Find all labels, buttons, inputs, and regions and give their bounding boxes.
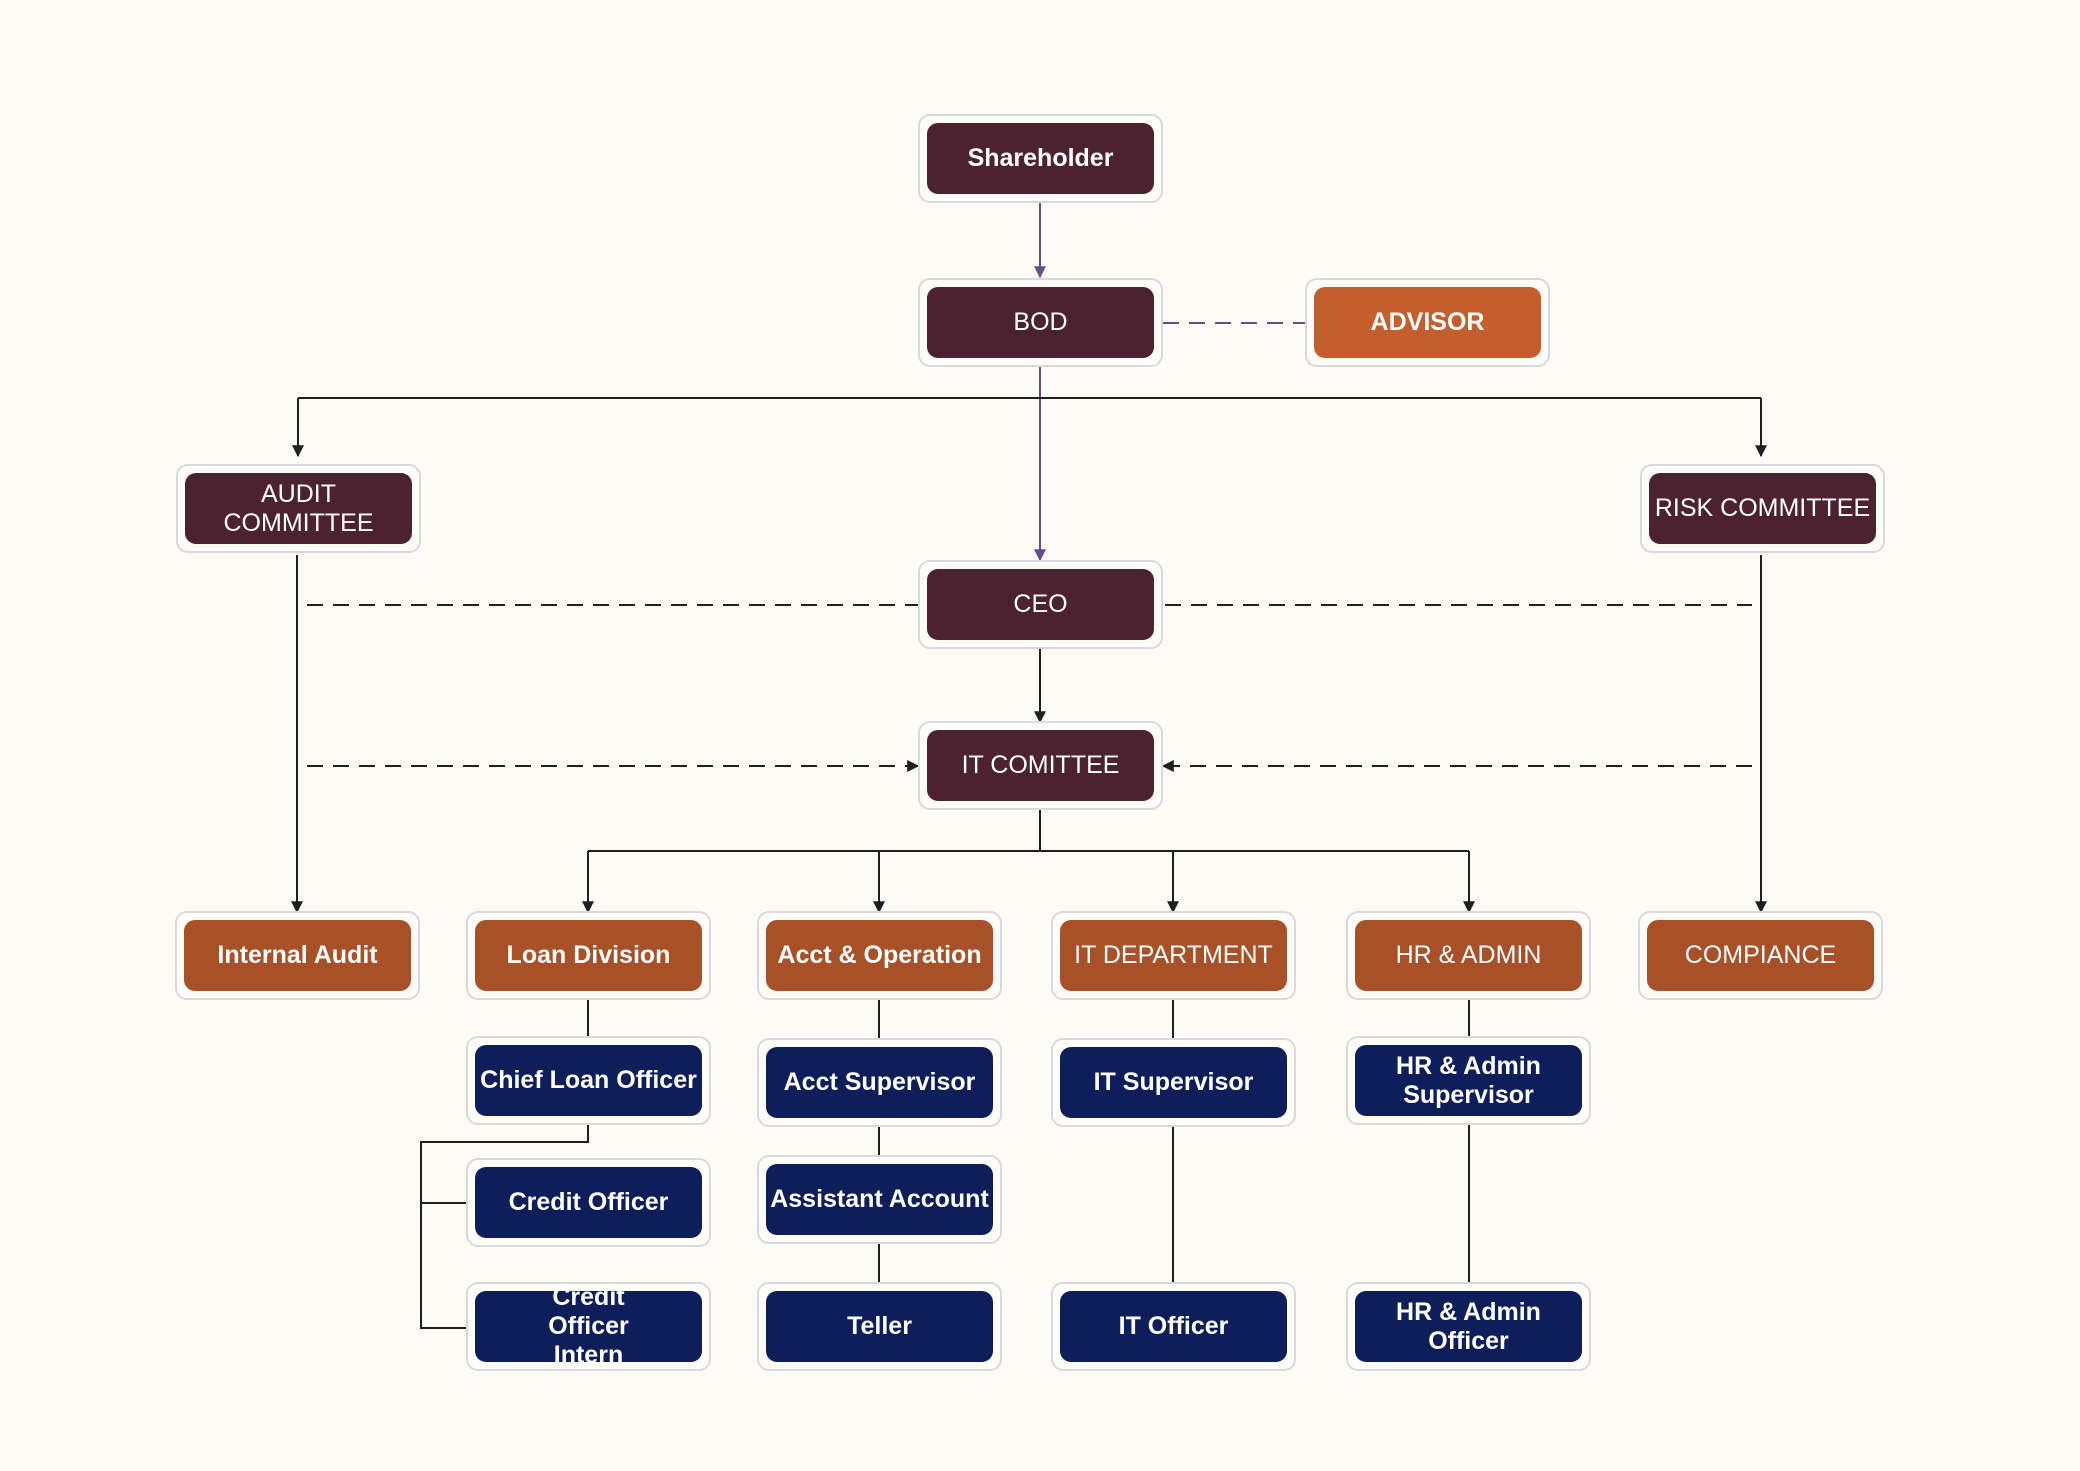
teller-node: Teller xyxy=(757,1282,1002,1371)
shareholder-label: Shareholder xyxy=(927,123,1154,194)
credit-officer-node: Credit Officer xyxy=(466,1158,711,1247)
acct-operation-label: Acct & Operation xyxy=(766,920,993,991)
hr-admin-node: HR & ADMIN xyxy=(1346,911,1591,1000)
it-department-label: IT DEPARTMENT xyxy=(1060,920,1287,991)
hr-admin-officer-node: HR & Admin Officer xyxy=(1346,1282,1591,1371)
hr-admin-officer-label: HR & Admin Officer xyxy=(1355,1291,1582,1362)
teller-label: Teller xyxy=(766,1291,993,1362)
it-department-node: IT DEPARTMENT xyxy=(1051,911,1296,1000)
credit-officer-intern-label: Credit Officer Intern xyxy=(475,1283,702,1369)
it-committee-label: IT COMITTEE xyxy=(927,730,1154,801)
hr-admin-label: HR & ADMIN xyxy=(1355,920,1582,991)
compliance-label: COMPIANCE xyxy=(1647,920,1874,991)
shareholder-node: Shareholder xyxy=(918,114,1163,203)
it-supervisor-label: IT Supervisor xyxy=(1060,1047,1287,1118)
bod-label: BOD xyxy=(927,287,1154,358)
internal-audit-node: Internal Audit xyxy=(175,911,420,1000)
ceo-label: CEO xyxy=(927,569,1154,640)
acct-operation-node: Acct & Operation xyxy=(757,911,1002,1000)
chief-loan-officer-node: Chief Loan Officer xyxy=(466,1036,711,1125)
loan-division-node: Loan Division xyxy=(466,911,711,1000)
acct-supervisor-label: Acct Supervisor xyxy=(766,1047,993,1118)
credit-officer-intern-node: Credit Officer Intern xyxy=(466,1282,711,1371)
risk-committee-label: RISK COMMITTEE xyxy=(1649,473,1876,544)
hr-admin-supervisor-label: HR & Admin Supervisor xyxy=(1355,1045,1582,1116)
bod-node: BOD xyxy=(918,278,1163,367)
ceo-node: CEO xyxy=(918,560,1163,649)
it-supervisor-node: IT Supervisor xyxy=(1051,1038,1296,1127)
assistant-account-node: Assistant Account xyxy=(757,1155,1002,1244)
hr-admin-supervisor-node: HR & Admin Supervisor xyxy=(1346,1036,1591,1125)
assistant-account-label: Assistant Account xyxy=(766,1164,993,1235)
it-committee-node: IT COMITTEE xyxy=(918,721,1163,810)
chief-loan-officer-label: Chief Loan Officer xyxy=(475,1045,702,1116)
audit-committee-label: AUDIT COMMITTEE xyxy=(185,473,412,544)
advisor-node: ADVISOR xyxy=(1305,278,1550,367)
acct-supervisor-node: Acct Supervisor xyxy=(757,1038,1002,1127)
compliance-node: COMPIANCE xyxy=(1638,911,1883,1000)
it-officer-label: IT Officer xyxy=(1060,1291,1287,1362)
it-officer-node: IT Officer xyxy=(1051,1282,1296,1371)
loan-division-label: Loan Division xyxy=(475,920,702,991)
audit-committee-node: AUDIT COMMITTEE xyxy=(176,464,421,553)
internal-audit-label: Internal Audit xyxy=(184,920,411,991)
credit-officer-label: Credit Officer xyxy=(475,1167,702,1238)
advisor-label: ADVISOR xyxy=(1314,287,1541,358)
risk-committee-node: RISK COMMITTEE xyxy=(1640,464,1885,553)
connector-chief-credit-group xyxy=(420,1123,589,1329)
